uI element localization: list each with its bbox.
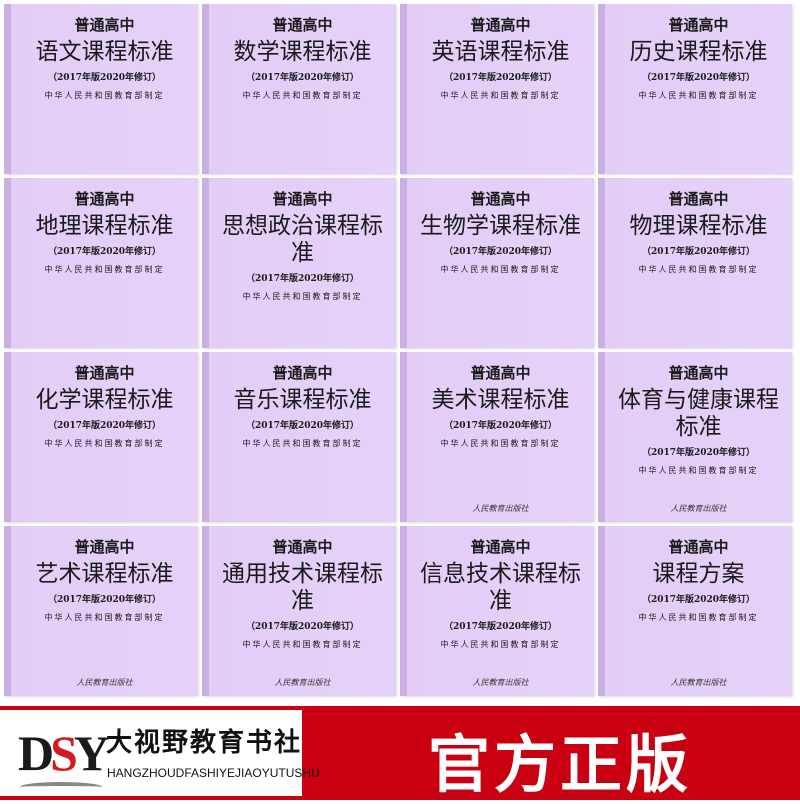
book-series: 普通高中 [272, 16, 333, 34]
book-title: 化学课程标准 [35, 387, 174, 413]
book-cover: 普通高中美术课程标准 （2017年版2020年修订） 中华人民共和国教育部制定人民教… [400, 352, 594, 522]
book-cover: 普通高中地理课程标准 （2017年版2020年修订） 中华人民共和国教育部制定 [4, 178, 198, 348]
book-title: 英语课程标准 [431, 39, 570, 65]
book-edition: （2017年版2020年修订） [641, 448, 756, 458]
book-issuer: 中华人民共和国教育部制定 [440, 439, 561, 448]
book-title: 地理课程标准 [35, 213, 174, 239]
brand-box: DSY 大视野教育书社 HANGZHOUDFASHIYEJIAOYUTUSHU [0, 710, 320, 796]
book-series: 普通高中 [668, 538, 729, 556]
book-issuer: 中华人民共和国教育部制定 [44, 439, 165, 448]
book-issuer: 中华人民共和国教育部制定 [242, 439, 363, 448]
book-edition: （2017年版2020年修订） [47, 421, 162, 431]
book-cover: 普通高中语文课程标准 （2017年版2020年修订） 中华人民共和国教育部制定 [4, 4, 198, 174]
book-collection: 普通高中语文课程标准（2017年版2020年修订）中华人民共和国教育部制定普通高… [4, 4, 796, 702]
book-issuer: 中华人民共和国教育部制定 [440, 91, 561, 100]
book-publisher: 人民教育出版社 [670, 504, 727, 513]
book-series: 普通高中 [272, 190, 333, 208]
book-title: 通用技术课程标准 [222, 561, 383, 614]
book-edition: （2017年版2020年修订） [443, 247, 558, 257]
book-cover: 普通高中化学课程标准 （2017年版2020年修订） 中华人民共和国教育部制定 [4, 352, 198, 522]
book-series: 普通高中 [668, 190, 729, 208]
book-edition: （2017年版2020年修订） [641, 247, 756, 257]
official-genuine-badge: 官方正版 [427, 728, 692, 801]
book-series: 普通高中 [74, 364, 135, 382]
book-issuer: 中华人民共和国教育部制定 [44, 91, 165, 100]
book-series: 普通高中 [470, 190, 531, 208]
book-issuer: 中华人民共和国教育部制定 [638, 91, 759, 100]
book-issuer: 中华人民共和国教育部制定 [440, 640, 561, 649]
book-issuer: 中华人民共和国教育部制定 [638, 265, 759, 274]
book-title: 物理课程标准 [629, 213, 768, 239]
book-title: 思想政治课程标准 [222, 213, 383, 266]
book-cover: 普通高中体育与健康课程标准 （2017年版2020年修订） 中华人民共和国教育部制定… [598, 352, 792, 522]
book-edition: （2017年版2020年修订） [47, 73, 162, 83]
book-issuer: 中华人民共和国教育部制定 [242, 91, 363, 100]
book-cover: 普通高中艺术课程标准 （2017年版2020年修订） 中华人民共和国教育部制定人民教… [4, 526, 198, 696]
book-issuer: 中华人民共和国教育部制定 [242, 292, 363, 301]
book-cover: 普通高中英语课程标准 （2017年版2020年修订） 中华人民共和国教育部制定 [400, 4, 594, 174]
book-title: 数学课程标准 [233, 39, 372, 65]
book-edition: （2017年版2020年修订） [443, 622, 558, 632]
book-series: 普通高中 [470, 364, 531, 382]
book-series: 普通高中 [668, 16, 729, 34]
book-issuer: 中华人民共和国教育部制定 [242, 640, 363, 649]
book-publisher: 人民教育出版社 [472, 678, 529, 687]
book-publisher: 人民教育出版社 [274, 678, 331, 687]
book-cover: 普通高中思想政治课程标准 （2017年版2020年修订） 中华人民共和国教育部制定 [202, 178, 396, 348]
book-issuer: 中华人民共和国教育部制定 [638, 613, 759, 622]
store-banner: DSY 大视野教育书社 HANGZHOUDFASHIYEJIAOYUTUSHU … [0, 706, 800, 801]
book-series: 普通高中 [272, 364, 333, 382]
book-series: 普通高中 [470, 16, 531, 34]
book-edition: （2017年版2020年修订） [443, 421, 558, 431]
book-title: 历史课程标准 [629, 39, 768, 65]
book-cover: 普通高中数学课程标准 （2017年版2020年修订） 中华人民共和国教育部制定 [202, 4, 396, 174]
book-edition: （2017年版2020年修订） [245, 274, 360, 284]
book-cover: 普通高中音乐课程标准 （2017年版2020年修订） 中华人民共和国教育部制定 [202, 352, 396, 522]
book-edition: （2017年版2020年修订） [245, 622, 360, 632]
book-edition: （2017年版2020年修订） [47, 595, 162, 605]
book-publisher: 人民教育出版社 [472, 504, 529, 513]
book-edition: （2017年版2020年修订） [443, 73, 558, 83]
book-cover: 普通高中信息技术课程标准 （2017年版2020年修订） 中华人民共和国教育部制定人… [400, 526, 594, 696]
book-edition: （2017年版2020年修订） [245, 73, 360, 83]
book-issuer: 中华人民共和国教育部制定 [440, 265, 561, 274]
book-title: 美术课程标准 [431, 387, 570, 413]
book-issuer: 中华人民共和国教育部制定 [44, 613, 165, 622]
book-title: 生物学课程标准 [420, 213, 581, 239]
book-series: 普通高中 [272, 538, 333, 556]
book-edition: （2017年版2020年修订） [641, 595, 756, 605]
open-book-icon [20, 782, 102, 792]
book-cover: 普通高中历史课程标准 （2017年版2020年修订） 中华人民共和国教育部制定 [598, 4, 792, 174]
book-title: 体育与健康课程标准 [618, 387, 779, 440]
book-edition: （2017年版2020年修订） [641, 73, 756, 83]
book-title: 艺术课程标准 [35, 561, 174, 587]
book-series: 普通高中 [470, 538, 531, 556]
book-series: 普通高中 [74, 538, 135, 556]
book-edition: （2017年版2020年修订） [245, 421, 360, 431]
brand-name-cn: 大视野教育书社 [106, 728, 303, 758]
book-cover: 普通高中课程方案 （2017年版2020年修订） 中华人民共和国教育部制定人民教育出… [598, 526, 792, 696]
book-cover: 普通高中通用技术课程标准 （2017年版2020年修订） 中华人民共和国教育部制定人… [202, 526, 396, 696]
book-series: 普通高中 [74, 190, 135, 208]
book-title: 音乐课程标准 [233, 387, 372, 413]
book-series: 普通高中 [74, 16, 135, 34]
book-publisher: 人民教育出版社 [76, 678, 133, 687]
book-cover: 普通高中物理课程标准 （2017年版2020年修订） 中华人民共和国教育部制定 [598, 178, 792, 348]
book-cover: 普通高中生物学课程标准 （2017年版2020年修订） 中华人民共和国教育部制定 [400, 178, 594, 348]
book-issuer: 中华人民共和国教育部制定 [638, 466, 759, 475]
book-series: 普通高中 [668, 364, 729, 382]
book-publisher: 人民教育出版社 [670, 678, 727, 687]
book-issuer: 中华人民共和国教育部制定 [44, 265, 165, 274]
book-edition: （2017年版2020年修订） [47, 247, 162, 257]
book-title: 信息技术课程标准 [420, 561, 581, 614]
dsy-logo: DSY [18, 725, 110, 781]
brand-name-en: HANGZHOUDFASHIYEJIAOYUTUSHU [107, 766, 320, 780]
book-title: 语文课程标准 [35, 39, 174, 65]
book-title: 课程方案 [652, 561, 745, 587]
